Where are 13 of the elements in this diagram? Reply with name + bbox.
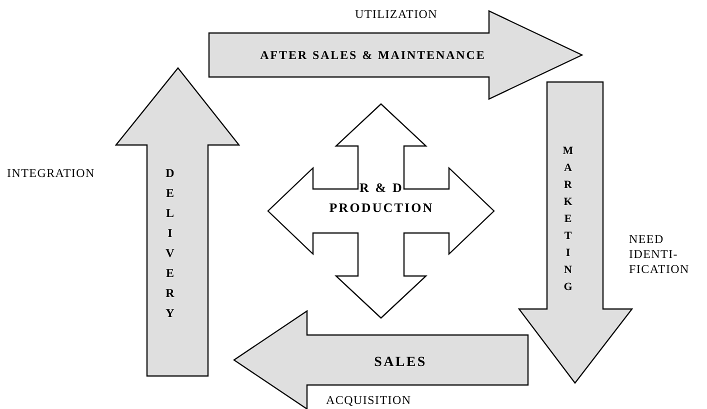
four-way-arrow-shape — [267, 103, 496, 320]
arrow-label: AFTER SALES & MAINTENANCE — [259, 47, 487, 64]
arrow-label: MARKETING — [562, 144, 574, 295]
arrow-label: R & D PRODUCTION — [328, 179, 435, 217]
up-arrow-shape — [115, 67, 241, 378]
stage-label: NEED IDENTI- FICATION — [629, 232, 690, 277]
stage-label: ACQUISITION — [326, 393, 412, 408]
stage-label: UTILIZATION — [355, 7, 439, 22]
right-arrow-shape — [208, 10, 584, 101]
arrow-label: SALES — [373, 354, 428, 372]
arrow-label: DELIVERY — [164, 165, 176, 322]
left-arrow-shape — [233, 310, 530, 409]
stage-label: INTEGRATION — [7, 166, 96, 181]
